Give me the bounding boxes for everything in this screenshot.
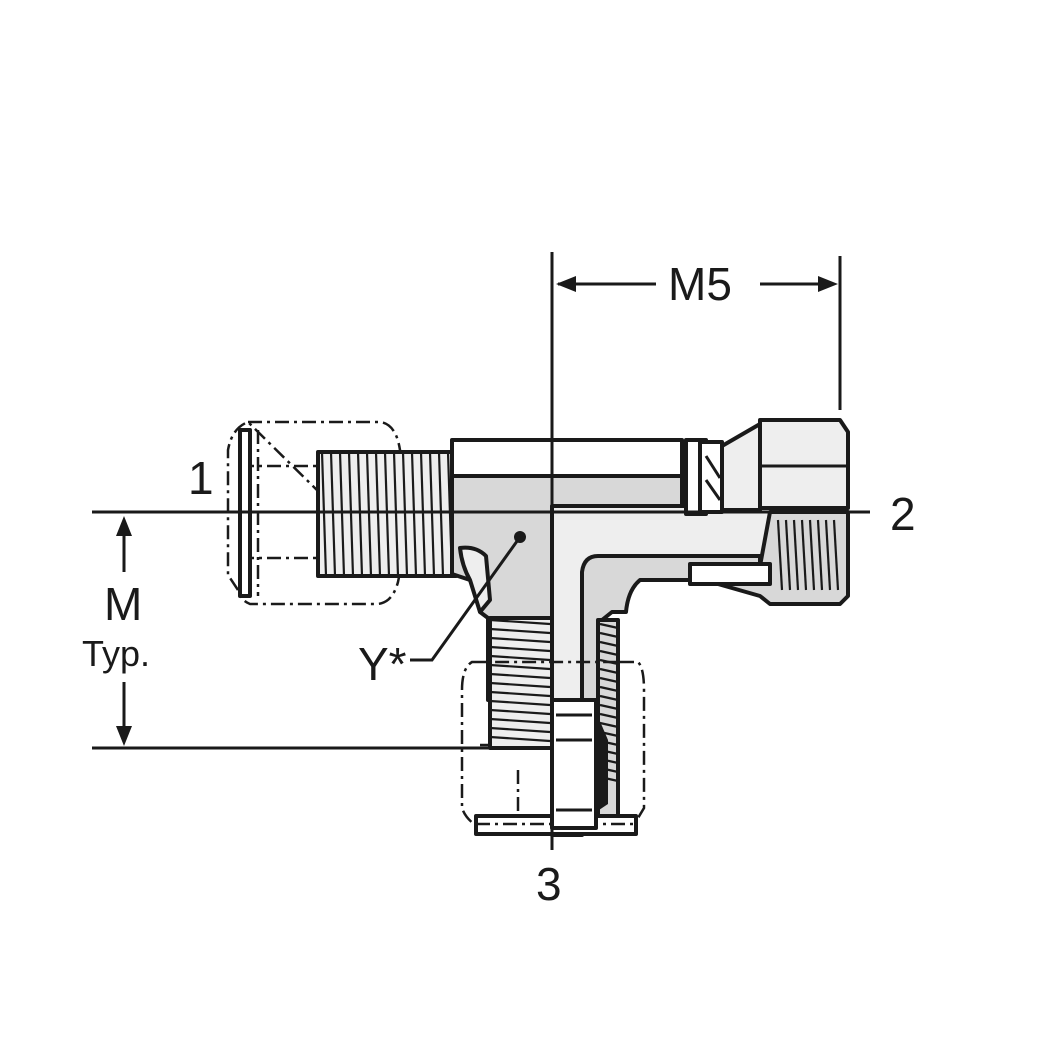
thread-line (599, 667, 619, 675)
thread-line (329, 451, 337, 577)
dimension-m-label: M (104, 578, 142, 630)
thread-line (800, 519, 808, 591)
y-callout-leader (410, 531, 526, 662)
thread-line (599, 622, 619, 630)
thread-line (392, 451, 400, 577)
port2-label: 2 (890, 488, 916, 540)
thread-line (410, 451, 418, 577)
thread-line (489, 645, 551, 653)
thread-line (383, 451, 391, 577)
centerlines (92, 252, 870, 850)
port3-thread (488, 616, 620, 832)
dimension-m5 (556, 256, 842, 410)
thread-line (489, 726, 551, 734)
port2-nut (684, 418, 850, 606)
thread-line (437, 451, 445, 577)
thread-line (428, 451, 436, 577)
thread-line (599, 685, 619, 693)
thread-line (338, 451, 346, 577)
thread-line (808, 519, 816, 591)
thread-line (489, 708, 551, 716)
thread-line (356, 451, 364, 577)
port1-nut (226, 420, 402, 606)
thread-line (489, 654, 551, 662)
thread-line (784, 519, 792, 591)
thread-line (489, 618, 551, 626)
thread-line (776, 519, 784, 591)
dimension-m5-label: M5 (668, 258, 732, 310)
thread-line (489, 690, 551, 698)
thread-line (599, 640, 619, 648)
thread-line (599, 712, 619, 720)
thread-line (347, 451, 355, 577)
y-callout-label: Y* (358, 638, 407, 690)
thread-line (599, 721, 619, 729)
thread-line (489, 663, 551, 671)
thread-line (832, 519, 840, 591)
thread-line (320, 451, 328, 577)
thread-line (489, 717, 551, 725)
thread-line (489, 681, 551, 689)
thread-line (489, 636, 551, 644)
thread-line (489, 627, 551, 635)
thread-line (489, 672, 551, 680)
thread-line (599, 703, 619, 711)
thread-line (365, 451, 373, 577)
thread-line (419, 451, 427, 577)
thread-line (374, 451, 382, 577)
port1-thread (316, 450, 458, 578)
thread-line (489, 735, 551, 743)
thread-line (824, 519, 832, 591)
port3-label: 3 (536, 858, 562, 910)
port1-label: 1 (188, 452, 214, 504)
thread-line (599, 631, 619, 639)
thread-line (599, 649, 619, 657)
dimension-m (116, 516, 132, 746)
thread-line (792, 519, 800, 591)
thread-line (816, 519, 824, 591)
thread-line (489, 699, 551, 707)
thread-line (401, 451, 409, 577)
thread-line (599, 676, 619, 684)
dimension-m-typ-label: Typ. (82, 633, 150, 674)
thread-line (599, 694, 619, 702)
